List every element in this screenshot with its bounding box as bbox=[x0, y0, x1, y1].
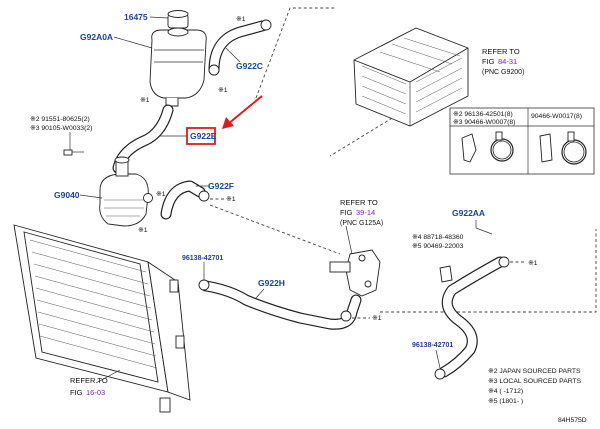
note-mark-pump-side: ※1 bbox=[156, 191, 166, 198]
assembly-boundary-top bbox=[255, 7, 336, 99]
part-label-g92a0a: G92A0A bbox=[80, 32, 113, 42]
ref-mid-line1: REFER TO bbox=[340, 198, 378, 207]
ref-bottom-link[interactable]: 16-03 bbox=[86, 388, 105, 397]
part-label-g922e: G922E bbox=[190, 131, 217, 141]
part-label-16475: 16475 bbox=[124, 12, 148, 22]
lead-g922h bbox=[255, 288, 265, 299]
clamp-g922f bbox=[198, 190, 210, 202]
ref-bottom-fig: FIG bbox=[70, 388, 83, 397]
lead-g922aa-h bbox=[475, 227, 493, 235]
clip-icon bbox=[461, 133, 477, 163]
hose-clamp-icon bbox=[490, 131, 514, 162]
ref-inverter-link[interactable]: 84-31 bbox=[498, 57, 517, 66]
inverter-assembly bbox=[353, 27, 469, 127]
note-a-line2: ※3 90105-W0033(2) bbox=[30, 125, 92, 132]
note-b-line1: ※2 96136-42501(8) bbox=[453, 111, 513, 118]
lead-g9040 bbox=[79, 194, 103, 199]
lead-ref-mid bbox=[345, 225, 353, 255]
ref-inverter-pnc: (PNC G9200) bbox=[482, 69, 524, 76]
ref-inverter-line1: REFER TO bbox=[482, 47, 520, 56]
legend-line-2: ※3 LOCAL SOURCED PARTS bbox=[488, 378, 582, 385]
note-c: 90466-W0017(8) bbox=[531, 113, 582, 120]
note-mark-g922c-mid: ※1 bbox=[218, 87, 228, 94]
legend: ※2 JAPAN SOURCED PARTS ※3 LOCAL SOURCED … bbox=[488, 368, 582, 405]
ref-inverter-fig: FIG bbox=[482, 57, 495, 66]
ref-bottom-line1: REFER TO bbox=[70, 376, 108, 385]
note-mark-g922c-top: ※1 bbox=[236, 16, 246, 23]
note-mark-tank: ※1 bbox=[140, 97, 150, 104]
diagram-id: 84H575D bbox=[558, 417, 587, 424]
lead-16475 bbox=[149, 16, 169, 19]
clamp-g922aa-top bbox=[498, 256, 510, 268]
note-d-line2: ※5 90469-22003 bbox=[412, 243, 464, 250]
clamp-pump bbox=[143, 193, 153, 203]
clamp-g922aa-bottom bbox=[434, 368, 446, 380]
bolt-icon bbox=[63, 149, 84, 156]
note-b-line2: ※3 90466-W0007(8) bbox=[453, 119, 515, 126]
lead-ref-bottom bbox=[95, 369, 121, 384]
highlight-arrow bbox=[222, 95, 263, 129]
legend-line-4: ※5 (1801- ) bbox=[488, 398, 523, 405]
clamp-g922h-right bbox=[340, 310, 352, 322]
assembly-boundary-mid bbox=[209, 204, 341, 255]
lead-g92a0a bbox=[113, 36, 153, 49]
note-mark-g922f: ※1 bbox=[226, 196, 236, 203]
lead-g922c bbox=[225, 47, 241, 63]
clamp-g922c-bottom bbox=[208, 64, 220, 76]
hose-g922f bbox=[161, 181, 205, 219]
part-label-g922h: G922H bbox=[258, 278, 285, 288]
ref-mid-link[interactable]: 39-14 bbox=[356, 208, 375, 217]
part-number-96138-bottom: 96138-42701 bbox=[412, 342, 453, 349]
note-a-line1: ※2 91551-80625(2) bbox=[30, 116, 90, 123]
radiator bbox=[13, 224, 191, 413]
legend-line-3: ※4 ( -1712) bbox=[488, 388, 523, 395]
legend-line-1: ※2 JAPAN SOURCED PARTS bbox=[488, 368, 581, 375]
part-label-g922f: G922F bbox=[208, 181, 234, 191]
hose-g922aa bbox=[439, 257, 505, 377]
note-mark-g922h: ※1 bbox=[372, 315, 382, 322]
part-label-g922c: G922C bbox=[236, 61, 263, 71]
clip-g922aa bbox=[439, 265, 453, 283]
part-label-g9040: G9040 bbox=[54, 190, 80, 200]
part-number-96138-top: 96138-42701 bbox=[182, 255, 223, 262]
pipe-bracket bbox=[329, 249, 381, 297]
note-d-line1: ※4 88718-48360 bbox=[412, 234, 464, 241]
hose-clamp-icon-large bbox=[561, 131, 587, 165]
hose-g922c bbox=[209, 21, 267, 75]
ref-mid-fig: FIG bbox=[340, 208, 353, 217]
highlight-box-g922e bbox=[186, 127, 216, 145]
part-label-g922aa: G922AA bbox=[452, 208, 485, 218]
lead-p96138-bottom bbox=[435, 349, 441, 369]
reservoir-tank bbox=[149, 10, 207, 107]
note-mark-g922aa: ※1 bbox=[528, 260, 538, 267]
clamp-g922h-left bbox=[198, 279, 210, 291]
note-mark-pump: ※1 bbox=[138, 227, 148, 234]
water-pump bbox=[99, 156, 149, 227]
ref-mid-pnc: (PNC G125A) bbox=[340, 220, 383, 227]
spring-clamp-icon bbox=[539, 133, 553, 163]
clamp-g922c-top bbox=[260, 19, 272, 31]
